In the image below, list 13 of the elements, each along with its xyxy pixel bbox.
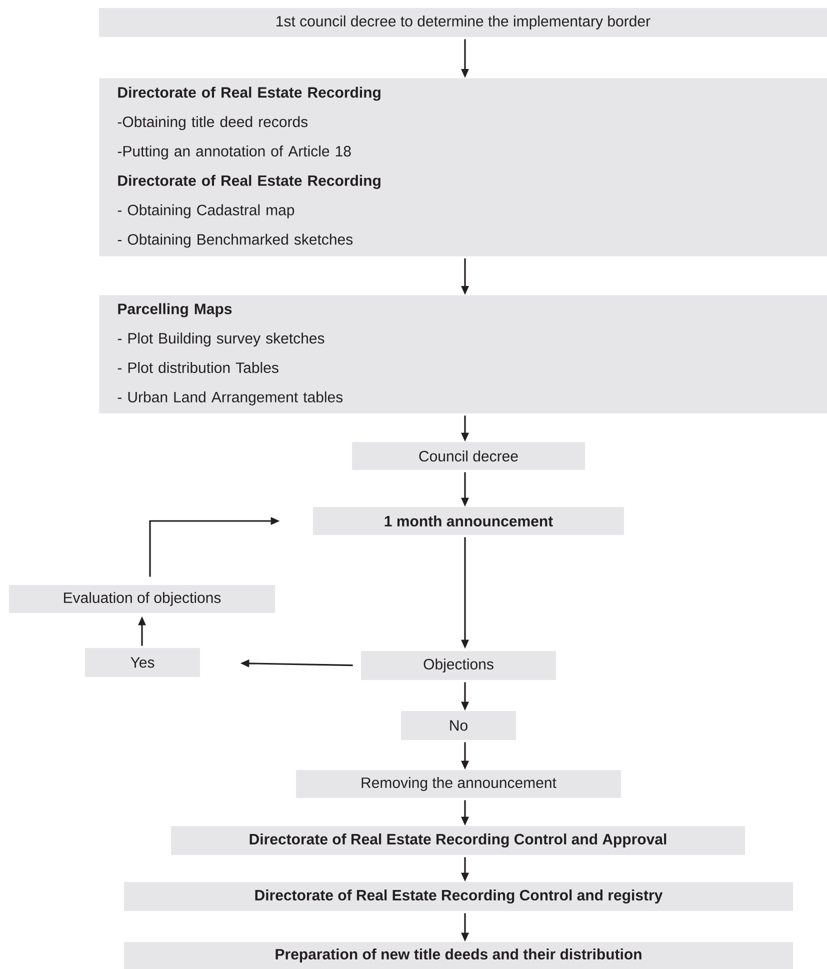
process-box: Evaluation of objections [9, 585, 275, 613]
process-box: 1 month announcement [313, 507, 624, 535]
process-box: 1st council decree to determine the implementary border [99, 8, 827, 37]
process-box: Objections [361, 651, 556, 680]
process-box: Directorate of Real Estate Recording -Obtaining title deed records -Putting an annotation of Article 18 Directorate of Real Estate Recording - Obtaining Cadastral map - Obtaining Benchmarked sketches [99, 78, 827, 256]
process-box: Preparation of new title deeds and their distribution [124, 942, 793, 969]
process-box: Yes [85, 648, 200, 677]
process-box: Directorate of Real Estate Recording Control and registry [124, 882, 793, 911]
process-box: Directorate of Real Estate Recording Control and Approval [171, 826, 745, 855]
process-box: Council decree [352, 442, 585, 470]
process-box: Removing the announcement [296, 770, 621, 798]
process-box: Parcelling Maps - Plot Building survey sketches - Plot distribution Tables - Urban Land Arrangement tables [99, 295, 827, 414]
process-box: No [401, 711, 516, 740]
